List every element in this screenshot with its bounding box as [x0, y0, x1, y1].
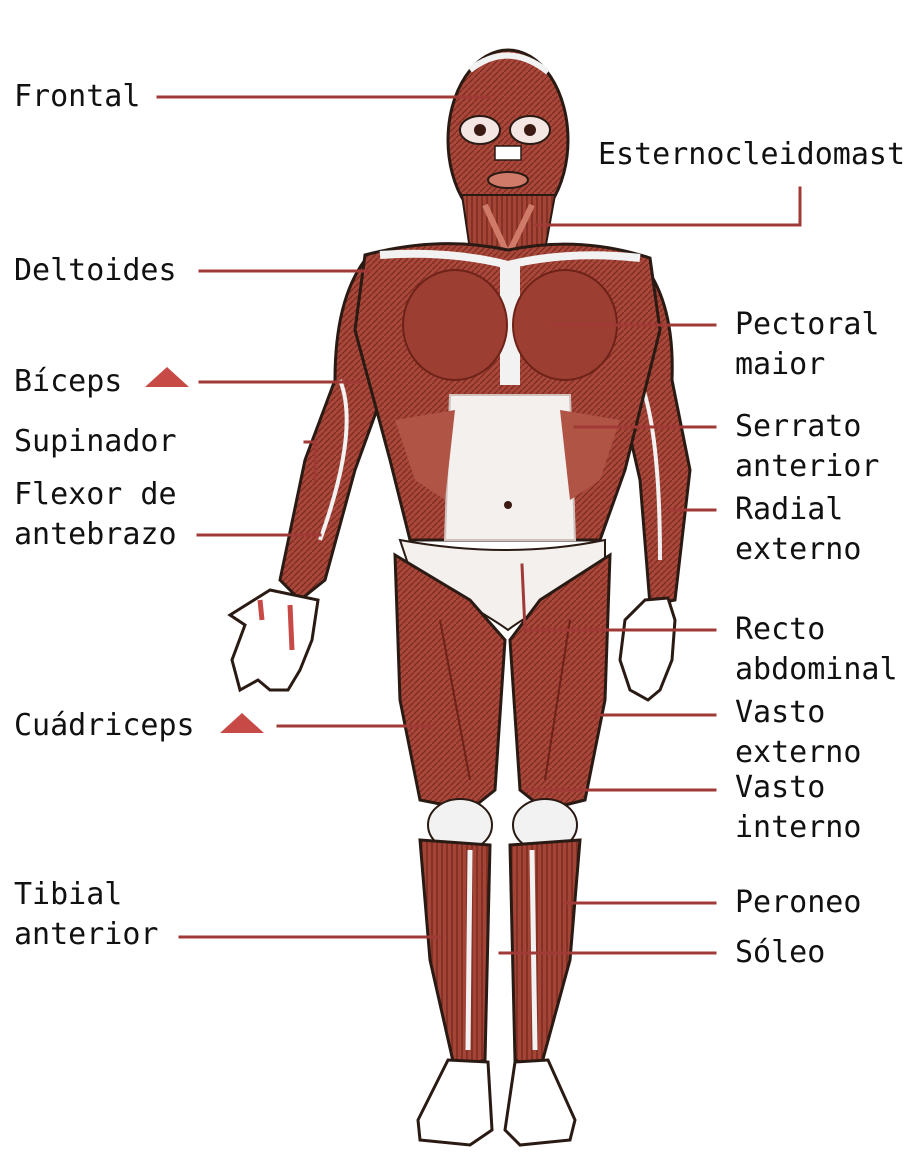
label-tibial-anterior: Tibial anterior — [14, 875, 159, 955]
triangle-up-icon — [145, 367, 189, 387]
label-peroneo: Peroneo — [735, 883, 861, 923]
label-deltoides: Deltoides — [14, 251, 177, 291]
label-vasto-externo: Vasto externo — [735, 693, 861, 773]
torso — [355, 244, 660, 540]
label-soleo: Sóleo — [735, 933, 825, 973]
label-pectoral-maior: Pectoral maior — [735, 305, 880, 385]
label-supinador: Supinador — [14, 422, 177, 462]
label-esternocleidomastoideo: Esternocleidomast — [598, 135, 905, 175]
label-flexor-antebrazo: Flexor de antebrazo — [14, 475, 177, 555]
label-biceps: Bíceps — [14, 362, 122, 402]
label-serrato-anterior: Serrato anterior — [735, 407, 880, 487]
label-frontal: Frontal — [14, 77, 140, 117]
feet — [418, 1060, 575, 1145]
lower-legs — [420, 840, 580, 1070]
label-recto-abdominal: Recto abdominal — [735, 610, 898, 690]
label-vasto-interno: Vasto interno — [735, 768, 861, 848]
triangle-up-icon — [220, 713, 264, 733]
label-cuadriceps: Cuádriceps — [14, 706, 195, 746]
label-radial-externo: Radial externo — [735, 490, 861, 570]
